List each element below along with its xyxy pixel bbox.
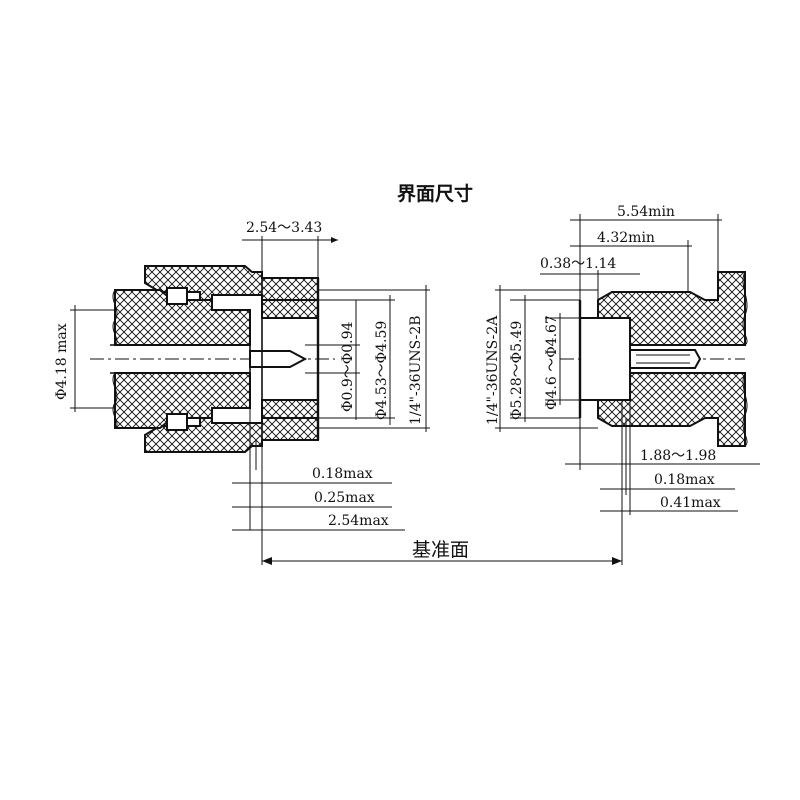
left-dim-outer-dia: Φ4.18 max [54,323,70,400]
left-ring-lower [166,413,188,431]
left-ring-upper [166,287,188,305]
left-barrel-lower [261,399,319,419]
left-dim-pin-dia: Φ0.9～Φ0.94 [340,322,356,412]
left-dim-2-54-3-43: 2.54～3.43 [246,220,322,236]
left-dim-2-54: 2.54max [328,513,389,529]
right-insulator-face [579,317,631,401]
left-connector [90,265,335,453]
right-connector [560,271,748,447]
right-dim-thread: 1/4"-36UNS-2A [485,315,501,425]
reference-plane-dimension: 基准面 [262,539,622,565]
right-dim-0-41: 0.41max [660,495,721,511]
right-dim-5-54: 5.54min [617,204,675,220]
right-dimensions: 5.54min 4.32min 0.38～1.14 1/4"-36UNS-2A … [485,204,760,565]
left-dim-thread: 1/4"-36UNS-2B [408,315,424,425]
right-dim-0-38-1-14: 0.38～1.14 [540,256,616,272]
left-barrel-upper [261,299,319,319]
right-dim-0-18: 0.18max [654,472,715,488]
right-dim-4-32: 4.32min [597,230,655,246]
left-dim-0-25: 0.25max [314,490,375,506]
left-dim-0-18: 0.18max [312,466,373,482]
reference-plane-label: 基准面 [412,539,469,561]
right-dim-outer-dia: Φ5.28～Φ5.49 [509,321,525,420]
drawing-title: 界面尺寸 [397,182,473,205]
left-dim-bore-dia: Φ4.53～Φ4.59 [374,321,390,420]
left-center-pin [249,350,308,368]
right-dim-1-88-1-98: 1.88～1.98 [640,448,716,464]
left-dimensions: 2.54～3.43 Φ4.18 max Φ0.9～Φ0.94 Φ4.53～Φ4.… [54,220,430,565]
right-contact-socket [629,349,702,369]
right-dim-inner-dia: Φ4.6 ～Φ4.67 [544,315,560,410]
